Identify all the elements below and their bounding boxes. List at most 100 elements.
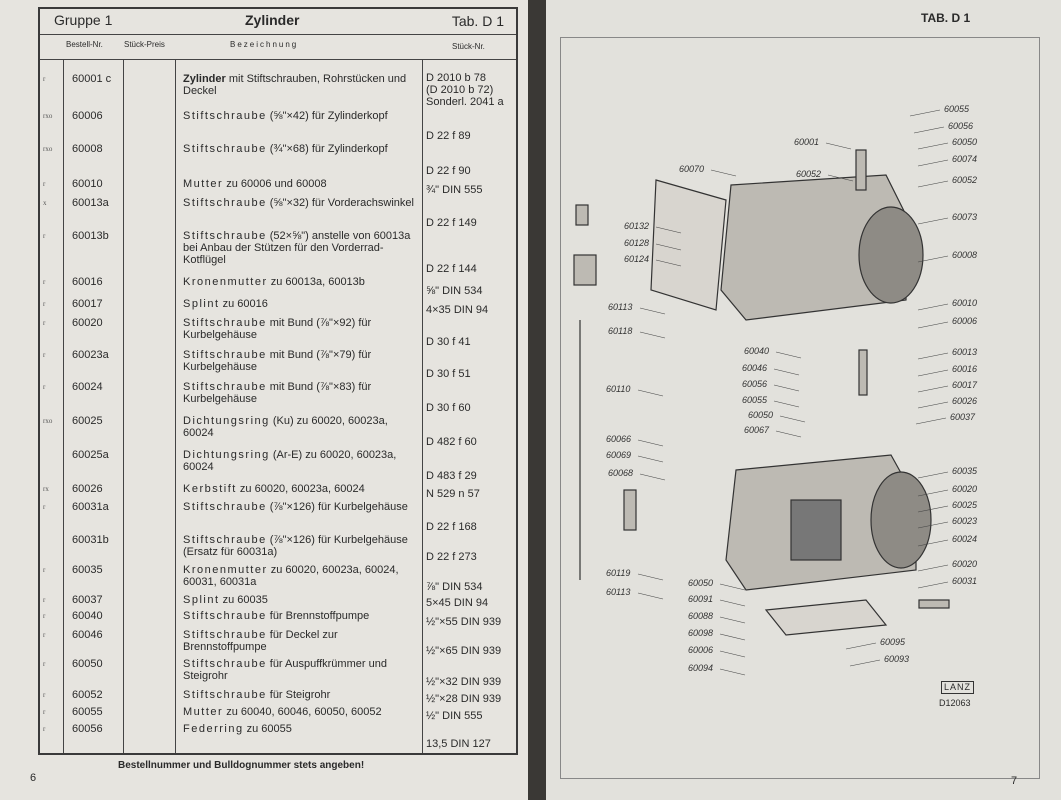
footer-note: Bestellnummer und Bulldognummer stets an…: [118, 760, 365, 771]
desc-rest: (⅝"×42) für Zylinderkopf: [266, 110, 388, 122]
desc-lead: Stiftschraube: [183, 610, 267, 622]
table-row: r 60050 Stiftschraube für Auspuffkrümmer…: [40, 658, 516, 689]
leader-line: [637, 389, 664, 397]
part-callout-label: 60024: [952, 534, 978, 544]
code: r: [43, 708, 46, 716]
leader-line: [639, 307, 666, 315]
desc-lead: Dichtungsring: [183, 415, 270, 427]
bestell-nr: 60031a: [72, 501, 109, 513]
desc-rest: zu 60013a, 60013b: [267, 276, 365, 288]
part-callout-label: 60066: [606, 434, 632, 444]
code: rxo: [43, 417, 53, 425]
leader-line: [637, 439, 664, 447]
stueck-nr: D 22 f 168: [426, 521, 477, 533]
bestell-nr: 60052: [72, 689, 103, 701]
part-callout-label: 60023: [952, 516, 978, 526]
bezeichnung: Stiftschraube (⅞"×126) für Kurbelgehäuse…: [183, 534, 419, 558]
desc-rest: mit Bund (⅞"×92) für Kurbelgehäuse: [183, 317, 372, 341]
bestell-nr: 60046: [72, 629, 103, 641]
desc-lead: Stiftschraube: [183, 317, 267, 329]
col-stueck: Stück-Nr.: [452, 42, 485, 51]
leader-line: [825, 142, 852, 150]
table-row: 60025a Dichtungsring (Ar-E) zu 60020, 60…: [40, 449, 516, 483]
stueck-nr: D 30 f 51: [426, 368, 471, 380]
part-callout-label: 60094: [688, 663, 714, 673]
part-callout-label: 60035: [952, 466, 978, 476]
part-callout-label: 60052: [952, 175, 978, 185]
stueck-nr: D 22 f 149: [426, 217, 477, 229]
desc-rest: mit Bund (⅞"×83) für Kurbelgehäuse: [183, 381, 372, 405]
crankcase-opening: [790, 499, 842, 561]
part-callout-label: 60040: [744, 346, 770, 356]
crankcase-bore: [870, 471, 932, 569]
stud: [855, 149, 867, 191]
code: r: [43, 180, 46, 188]
bezeichnung: Stiftschraube für Auspuffkrümmer und Ste…: [183, 658, 419, 682]
leader-line: [773, 384, 800, 392]
bestell-nr: 60026: [72, 483, 103, 495]
desc-lead: Federring: [183, 723, 244, 735]
stueck-nr: D 482 f 60: [426, 436, 477, 448]
part-callout-label: 60098: [688, 628, 714, 638]
part-callout-label: 60050: [952, 137, 978, 147]
code: r: [43, 232, 46, 240]
code: rxo: [43, 112, 53, 120]
part-callout-label: 60070: [679, 164, 705, 174]
desc-rest: zu 60055: [243, 723, 292, 735]
stueck-nr: ¾" DIN 555: [426, 184, 483, 196]
bezeichnung: Stiftschraube mit Bund (⅞"×79) für Kurbe…: [183, 349, 419, 373]
leader-line: [917, 159, 949, 167]
part-callout-label: 60088: [688, 611, 714, 621]
part-callout-label: 60124: [624, 254, 650, 264]
cylinder-bore: [858, 206, 924, 304]
table-row: r 60056 Federring zu 60055 13,5 DIN 127: [40, 723, 516, 751]
part-callout-label: 60016: [952, 364, 978, 374]
stueck-nr: D 30 f 41: [426, 336, 471, 348]
table-row: x 60013a Stiftschraube (⅝"×32) für Vorde…: [40, 197, 516, 230]
table-row: r 60013b Stiftschraube (52×⅝") anstelle …: [40, 230, 516, 276]
bezeichnung: Zylinder mit Stiftschrauben, Rohrstücken…: [183, 73, 419, 97]
leader-line: [917, 321, 949, 329]
code: r: [43, 383, 46, 391]
page-number: 6: [30, 772, 37, 784]
table-row: r 60023a Stiftschraube mit Bund (⅞"×79) …: [40, 349, 516, 381]
bezeichnung: Kerbstift zu 60020, 60023a, 60024: [183, 483, 419, 495]
code: rxo: [43, 145, 53, 153]
bestell-nr: 60025a: [72, 449, 109, 461]
stueck-nr: ½" DIN 555: [426, 710, 483, 722]
bezeichnung: Stiftschraube (¾"×68) für Zylinderkopf: [183, 143, 419, 155]
bezeichnung: Kronenmutter zu 60013a, 60013b: [183, 276, 419, 288]
part-callout-label: 60006: [688, 645, 714, 655]
stud: [623, 489, 637, 531]
part-callout-label: 60113: [606, 587, 631, 597]
code: r: [43, 691, 46, 699]
leader-line: [719, 583, 746, 591]
plug: [575, 204, 589, 226]
table-row: r 60017 Splint zu 60016 4×35 DIN 94: [40, 298, 516, 317]
stueck-nr: ½"×28 DIN 939: [426, 693, 502, 705]
table-row: rxo 60008 Stiftschraube (¾"×68) für Zyli…: [40, 143, 516, 178]
leader-line: [773, 400, 800, 408]
part-callout-label: 60020: [952, 559, 978, 569]
leader-line: [710, 169, 737, 177]
part-callout-label: 60025: [952, 500, 978, 510]
stueck-nr: D 30 f 60: [426, 402, 471, 414]
leader-line: [917, 471, 949, 479]
table-row: rx 60026 Kerbstift zu 60020, 60023a, 600…: [40, 483, 516, 501]
table-row: r 60010 Mutter zu 60006 und 60008 ¾" DIN…: [40, 178, 516, 197]
bestell-nr: 60016: [72, 276, 103, 288]
stueck-nr: D 2010 b 78 (D 2010 b 72) Sonderl. 2041 …: [426, 72, 504, 108]
diagram-frame: [560, 37, 1040, 779]
stueck-nr: ⅞" DIN 534: [426, 581, 483, 593]
drawing-number: D12063: [939, 698, 971, 708]
col-bestell: Bestell-Nr.: [66, 40, 103, 49]
code: r: [43, 612, 46, 620]
desc-lead: Stiftschraube: [183, 197, 267, 209]
part-callout-label: 60001: [794, 137, 820, 147]
leader-line: [917, 581, 949, 589]
desc-rest: mit Bund (⅞"×79) für Kurbelgehäuse: [183, 349, 372, 373]
desc-rest: (Ar-E) zu 60020, 60023a, 60024: [183, 449, 397, 473]
table-row: r 60031a Stiftschraube (⅞"×126) für Kurb…: [40, 501, 516, 534]
part-callout-label: 60031: [952, 576, 978, 586]
bottom-cover: [764, 599, 888, 636]
